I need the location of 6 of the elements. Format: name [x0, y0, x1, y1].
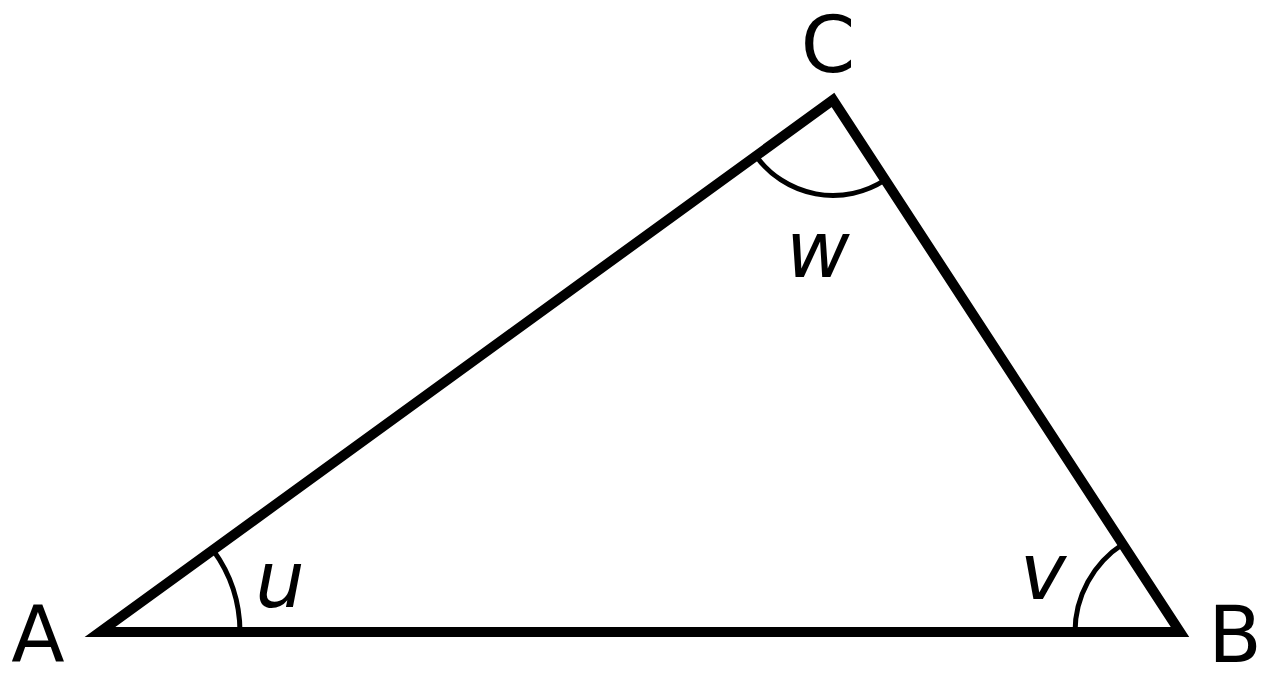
angle-label: w [786, 211, 850, 289]
angle-label: v [1019, 533, 1067, 611]
vertex-label: B [1208, 596, 1262, 674]
vertex-label: C [800, 6, 856, 84]
angle-label: u [255, 541, 305, 619]
vertex-label: A [11, 596, 65, 674]
